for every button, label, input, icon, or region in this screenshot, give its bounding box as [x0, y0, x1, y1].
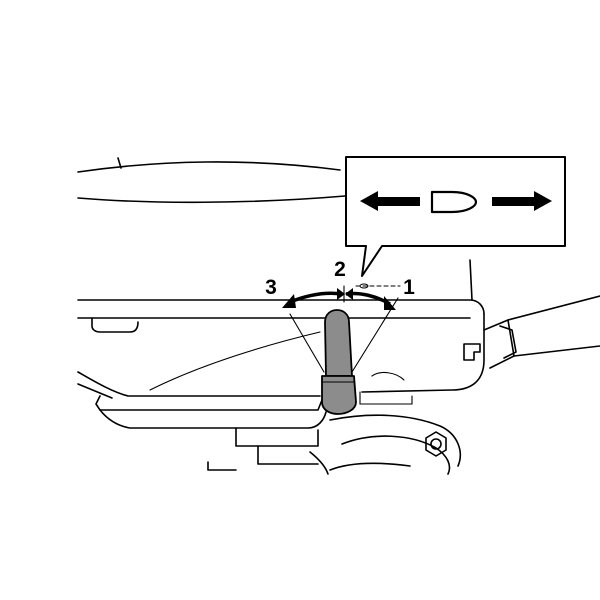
arrow-center-right-icon	[345, 288, 353, 300]
arrow-center-left-icon	[337, 288, 345, 300]
position-labels: 2 3 1	[265, 258, 415, 299]
throttle-shift-icon	[430, 190, 478, 214]
hex-nut-icon	[425, 431, 447, 457]
engine-lower-body	[77, 259, 485, 429]
arrow-left-icon	[360, 191, 420, 211]
engine-top-cowling	[77, 157, 346, 204]
arrow-left-icon	[282, 294, 296, 308]
arrow-right-icon	[492, 191, 552, 211]
position-label-3: 3	[265, 276, 277, 299]
shift-lever	[321, 309, 357, 415]
position-label-2: 2	[334, 258, 346, 281]
callout-box	[345, 156, 566, 277]
tiller-handle	[463, 295, 600, 369]
mounting-bracket	[207, 414, 462, 475]
position-label-1: 1	[403, 276, 415, 299]
motion-arrows	[282, 283, 396, 310]
arrow-right-icon	[384, 296, 396, 310]
